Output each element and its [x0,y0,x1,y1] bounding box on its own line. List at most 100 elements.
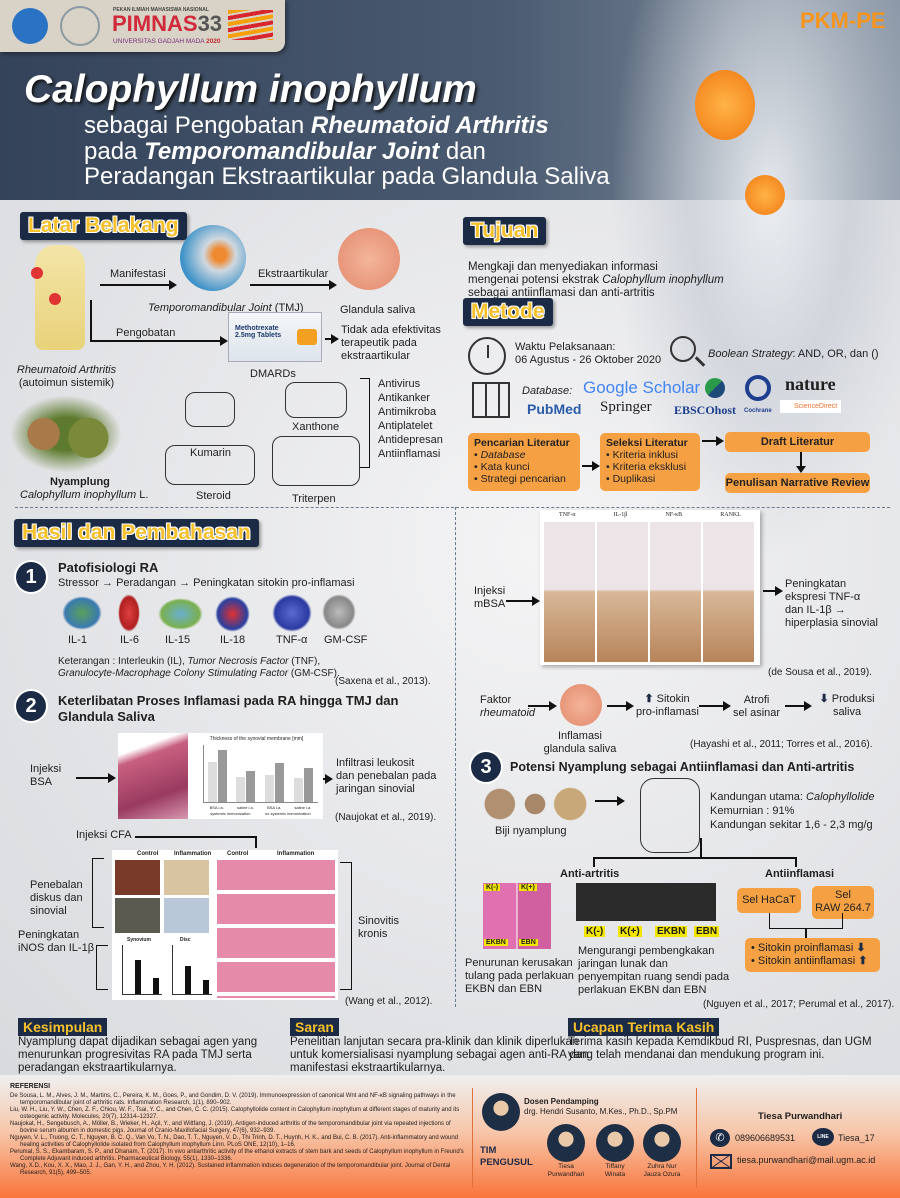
section-number-3: 3 [471,752,501,782]
nyamplung-latin: Calophyllum inophyllum L. [20,489,149,501]
subtitle-line-1: sebagai Pengobatan Rheumatoid Arthritis [84,112,549,139]
tmj-image [180,225,246,291]
cochrane-logo: Cochrane [744,408,772,414]
nature-logo: nature [785,374,836,394]
citation: (Saxena et al., 2013). [335,676,431,687]
logo-bar: PEKAN ILMIAH MAHASISWA NASIONAL PIMNAS33… [0,0,285,52]
arrow-down-icon: ⬇ [819,693,829,705]
line-id: Tiesa_17 [838,1133,875,1143]
tmj-label: Temporomandibular Joint (TMJ) [148,302,304,314]
bracket [360,378,370,468]
category-badge: PKM-PE [800,8,886,33]
bar [294,778,303,802]
arrow [323,774,333,784]
protein-il18-image [215,596,250,632]
avatar-member [547,1124,585,1162]
arrow-up-icon: ⬆ [644,693,654,705]
heading-hasil: Hasil dan Pembahasan [14,519,259,547]
divider [455,507,456,1007]
arrow [702,436,724,446]
boolean-text: Boolean Strategy: AND, OR, dan () [708,348,879,360]
bar [265,775,274,802]
arrow-up-icon: ⬆ [858,955,868,967]
heading-kesimpulan: Kesimpulan [18,1018,108,1036]
bar [275,763,284,802]
glandula-image [560,684,602,726]
inflamed-gland-illustration [745,175,785,215]
connector-line [90,300,92,340]
naujokat-figure: Thickness of the synovial membrane [mm] … [118,733,323,819]
arrow-down [800,452,802,468]
bracket [96,945,108,990]
connector-line [255,836,257,848]
reference-item: Naujokat, H., Sengebusch, A., Möller, B.… [10,1121,451,1134]
histology-grid [217,860,335,998]
phone-number: 089606689531 [735,1133,796,1143]
calophyllolide-structure [640,778,700,853]
avatar-member [596,1124,634,1162]
subtitle-line-3: Peradangan Ekstraartikular pada Glandula… [84,163,610,190]
bar-chart [172,945,212,995]
cochrane-logo-icon [745,375,771,401]
arrow [90,336,228,346]
protein-il15-image [158,598,203,630]
arrow [325,334,339,344]
mail-icon [710,1154,732,1169]
bar [236,777,245,802]
kesimpulan-text: Nyamplung dapat dijadikan sebagai agen y… [18,1036,258,1074]
flow-penulisan: Penulisan Narrative Review [725,473,870,493]
arrow-head [796,466,806,473]
pimnas-flag-icon [228,10,273,40]
xanthone-structure [285,382,347,418]
divider [15,507,890,508]
reference-list: De Sousa, L. M., Alves, J. M., Martins, … [10,1093,465,1177]
reference-item: Perumal, S. S., Ekambaram, S. P., and Dh… [10,1149,464,1162]
keterangan: Keterangan : Interleukin (IL), Tumor Nec… [58,656,340,679]
avatar-member [643,1124,681,1162]
section-number-1: 1 [16,562,46,592]
photo [115,898,160,933]
magnifier-icon [670,336,706,367]
xray-image [576,883,716,921]
saran-text: Penelitian lanjutan secara pra-klinik da… [290,1036,589,1074]
protein-gmcsf-image [322,594,356,630]
protein-il6-image [118,594,140,632]
heading-tujuan: Tujuan [463,217,547,245]
photo [164,898,209,933]
flow-draft: Draft Literatur [725,432,870,452]
bar [246,771,255,802]
avatar-dosen [482,1093,520,1131]
ihc-grid [544,522,756,662]
ucapan-text: Terima kasih kepada Kemdikbud RI, Puspre… [568,1036,872,1061]
arrow [100,280,177,290]
bracket [340,862,352,990]
waktu-text: Waktu Pelaksanaan:06 Agustus - 26 Oktobe… [515,341,662,366]
subtitle-line-2: pada Temporomandibular Joint dan [84,138,486,165]
wang-figure: Control Inflammation Synovium Disc Contr… [112,850,338,1000]
arrow [607,701,634,711]
connector-line [593,857,595,867]
dmards-image: Methotrexate 2.5mg Tablets [228,312,322,362]
photo [164,860,209,895]
skeleton-figure [31,245,85,350]
connector-line [593,857,797,859]
box-sitokin: • Sitokin proinflamasi ⬇• Sitokin antiin… [745,938,880,972]
arrow [785,701,812,711]
flow-pencarian: Pencarian Literatur• Database• Kata kunc… [468,433,580,491]
